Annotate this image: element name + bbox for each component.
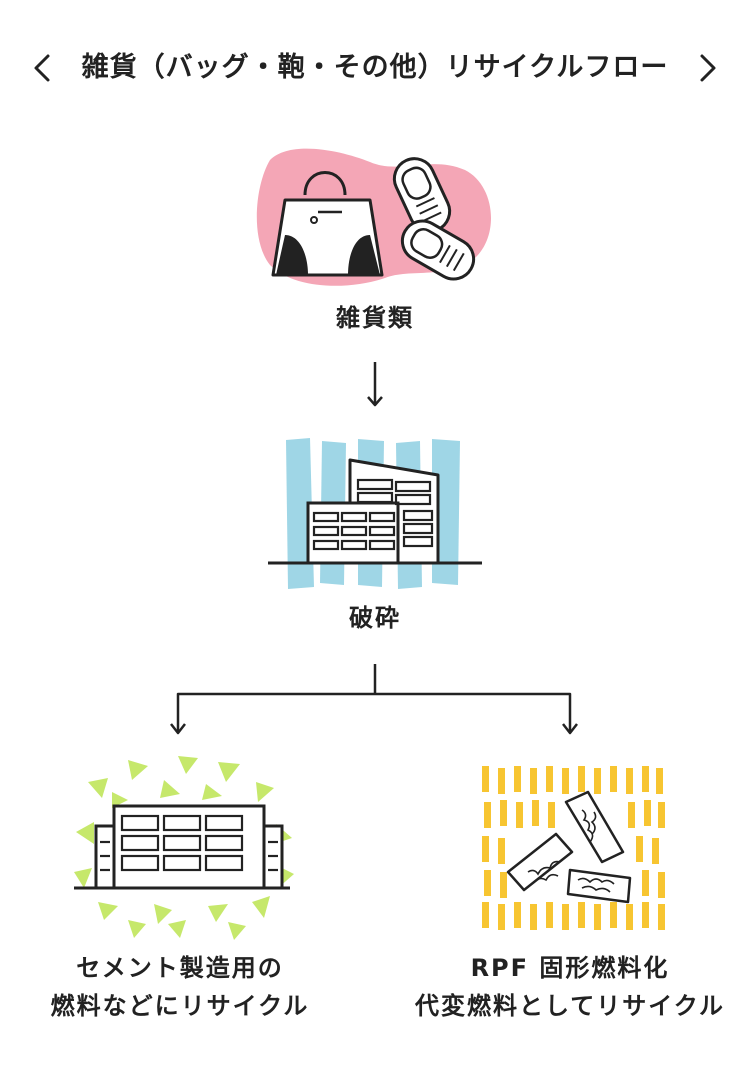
cement-illustration xyxy=(68,752,300,942)
rpf-illustration xyxy=(478,762,668,932)
step2-label: 破砕 xyxy=(349,604,401,632)
outcome-right-line2: 代変燃料としてリサイクル xyxy=(414,992,726,1020)
outcome-right-line1: RPF 固形燃料化 xyxy=(470,954,670,982)
factory-icon xyxy=(268,438,482,589)
next-button[interactable] xyxy=(688,48,728,88)
rpf-pellets-icon xyxy=(482,766,665,930)
bag-and-sneakers-icon xyxy=(256,148,492,286)
step1-label: 雑貨類 xyxy=(336,304,414,332)
page-title: 雑貨（バッグ・鞄・その他）リサイクルフロー xyxy=(81,52,669,83)
outcome-left-line2: 燃料などにリサイクル xyxy=(50,992,310,1020)
chevron-left-icon xyxy=(34,54,50,82)
outcome-left-line1: セメント製造用の xyxy=(76,954,284,982)
crushing-illustration xyxy=(262,435,488,595)
bag-and-sneakers-illustration xyxy=(250,140,500,290)
chevron-right-icon xyxy=(700,54,716,82)
cement-plant-icon xyxy=(74,756,294,940)
prev-button[interactable] xyxy=(22,48,62,88)
branch-arrows-icon xyxy=(170,664,578,735)
down-arrow-icon xyxy=(367,362,383,407)
title-row: 雑貨（バッグ・鞄・その他）リサイクルフロー xyxy=(0,40,750,96)
